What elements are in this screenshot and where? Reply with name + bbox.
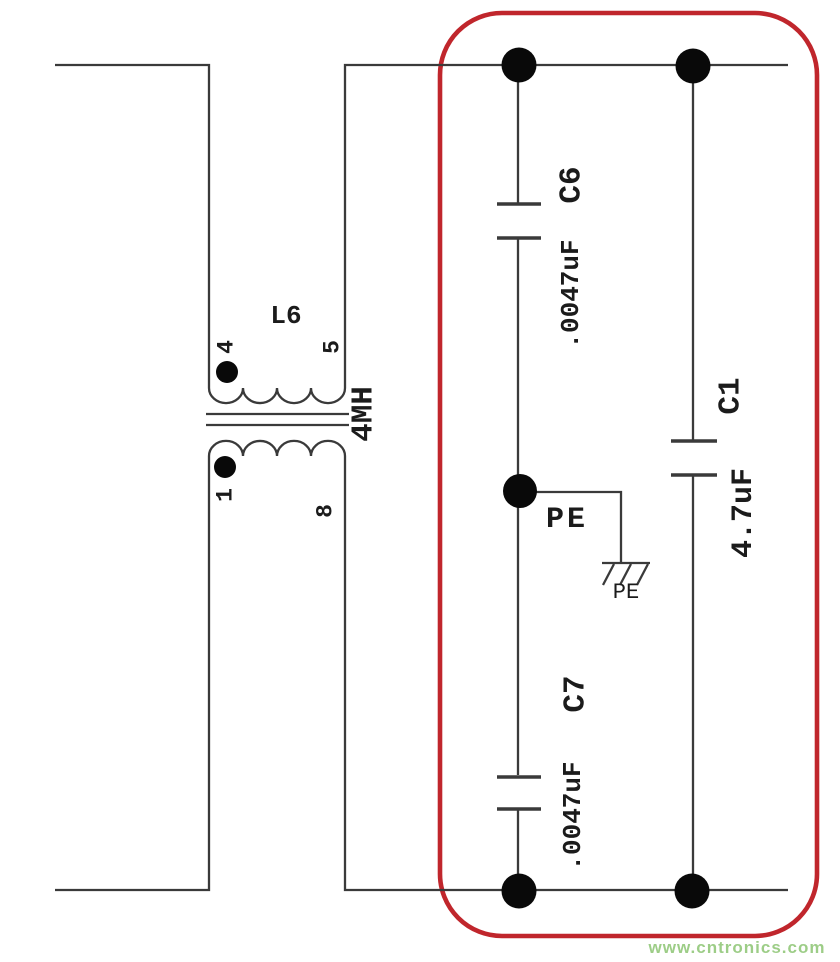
pin-label-8: 8 [312,504,339,518]
highlight-box [437,10,820,939]
inductor-value-label: 4MH [346,386,382,442]
pin-label-5: 5 [319,340,346,354]
wire-bottom-bus [343,456,788,892]
junction-dot-top-left [501,47,537,83]
earth-symbol-tine-1 [601,563,616,586]
inductor-designator-label: L6 [270,301,302,331]
junction-dot-top-right [675,48,711,84]
wire-top-bus [343,63,788,388]
pin-label-4: 4 [213,340,240,354]
inductor-bottom-winding [207,439,347,457]
earth-symbol-tine-2 [618,563,633,586]
c6-value-label: .0047uF [556,239,586,349]
pe-ground-symbol-label: PE [612,580,640,605]
junction-dot-bottom-right [674,873,710,909]
polarity-dot-pin4 [216,361,238,383]
wire-pe-branch [518,490,623,563]
c6-designator-label: C6 [554,166,590,204]
wire-input-bottom [55,456,211,892]
polarity-dot-pin1 [214,456,236,478]
junction-dot-pe [503,474,537,508]
inductor-top-winding [207,387,347,405]
pin-label-1: 1 [212,488,239,502]
watermark-text: www.cntronics.com [648,938,826,957]
earth-symbol-tine-3 [635,563,650,586]
c7-designator-label: C7 [558,675,594,713]
c7-value-label: .0047uF [558,761,588,871]
wire-input-top [55,63,211,388]
pe-net-label: PE [545,503,589,537]
c1-designator-label: C1 [713,377,749,415]
c1-value-label: 4.7uF [727,467,761,559]
junction-dot-bottom-left [501,873,537,909]
